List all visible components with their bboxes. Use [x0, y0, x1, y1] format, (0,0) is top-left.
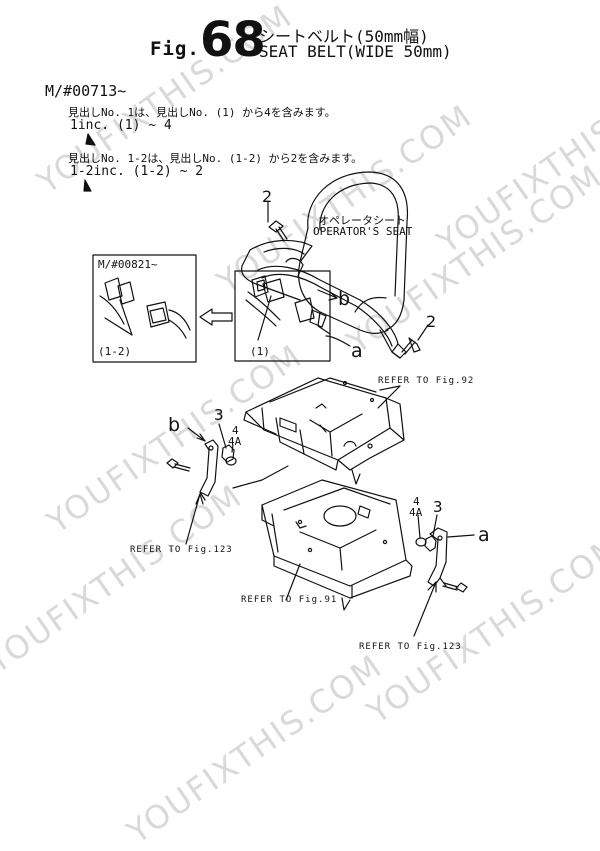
leader-3-left [218, 423, 227, 449]
buckle-inset [99, 277, 191, 339]
part-1-label: (1) [250, 345, 270, 358]
serial-range: M/#00713~ [45, 82, 127, 100]
leader-1 [257, 295, 272, 341]
part-2-top: 2 [262, 187, 273, 206]
detail-box-1 [234, 270, 331, 362]
leader-a-seat [325, 335, 351, 347]
ref-b-left: b [168, 414, 181, 436]
buckle-1 [245, 275, 327, 328]
seat-label-japanese: オペレータシート [318, 214, 406, 227]
bolt-2-top [268, 220, 288, 242]
leader-4-right [417, 514, 421, 539]
connector-line [232, 465, 289, 489]
ref-a-seat: a [351, 340, 363, 362]
refer-fig123-left: REFER TO Fig.123 [130, 545, 233, 555]
fig-number: 68 [200, 12, 266, 68]
hollow-arrow [199, 308, 233, 326]
note-1-japanese: 見出しNo. 1は、見出しNo. (1) から4を含みます。 [68, 106, 336, 119]
leader-b-left [187, 427, 206, 442]
part-2-right: 2 [426, 312, 437, 331]
leader-refer92 [377, 385, 401, 409]
note-2-japanese: 見出しNo. 1-2は、見出しNo. (1-2) から2を含みます。 [68, 152, 363, 165]
part-3-right: 3 [433, 498, 443, 516]
note-1-code: 1inc. (1) ~ 4 [70, 118, 172, 133]
left-belt-bracket [199, 439, 219, 501]
leader-3-right [432, 514, 438, 537]
refer-fig91: REFER TO Fig.91 [241, 595, 338, 605]
seat-label-english: OPERATOR'S SEAT [313, 225, 413, 238]
bolt-right [442, 582, 468, 593]
bolt-2-right [401, 337, 421, 355]
title-japanese: シートベルト(50mm幅) [259, 27, 429, 46]
part-4-left: 4 [232, 424, 239, 437]
seat-belt-strap [257, 257, 407, 359]
refer-fig92: REFER TO Fig.92 [378, 376, 475, 386]
ref-a-right: a [478, 524, 490, 546]
leader-a-right [447, 534, 475, 538]
ref-b-seat: b [338, 288, 351, 310]
leader-refer123-left [185, 493, 201, 545]
note-arrow-1 [85, 133, 96, 146]
part-4a-left: 4A [228, 435, 242, 448]
refer-fig123-right: REFER TO Fig.123 [359, 642, 462, 652]
fig-prefix: Fig. [150, 38, 200, 60]
leader-2-right [417, 324, 429, 341]
leader-4-left [231, 444, 234, 453]
title-english: SEAT BELT(WIDE 50mm) [259, 42, 452, 61]
inset-part-label: (1-2) [98, 345, 132, 358]
part-4a-right: 4A [409, 506, 423, 519]
nut-right [415, 535, 437, 552]
part-3-left: 3 [214, 406, 224, 424]
leader-refer91 [285, 563, 301, 601]
inset-serial: M/#00821~ [98, 258, 158, 271]
right-belt-bracket [427, 527, 448, 587]
note-arrow-2 [83, 179, 92, 192]
note-2-code: 1-2inc. (1-2) ~ 2 [70, 164, 204, 179]
part-4-right: 4 [413, 495, 420, 508]
arrow-b-seat [317, 289, 338, 299]
bolt-left [166, 458, 191, 472]
inset-box [92, 254, 197, 363]
lower-plate [261, 479, 413, 611]
leader-inset [104, 299, 133, 336]
leader-refer123-right [413, 581, 437, 637]
upper-bracket [243, 377, 405, 485]
nut-left [221, 444, 237, 466]
